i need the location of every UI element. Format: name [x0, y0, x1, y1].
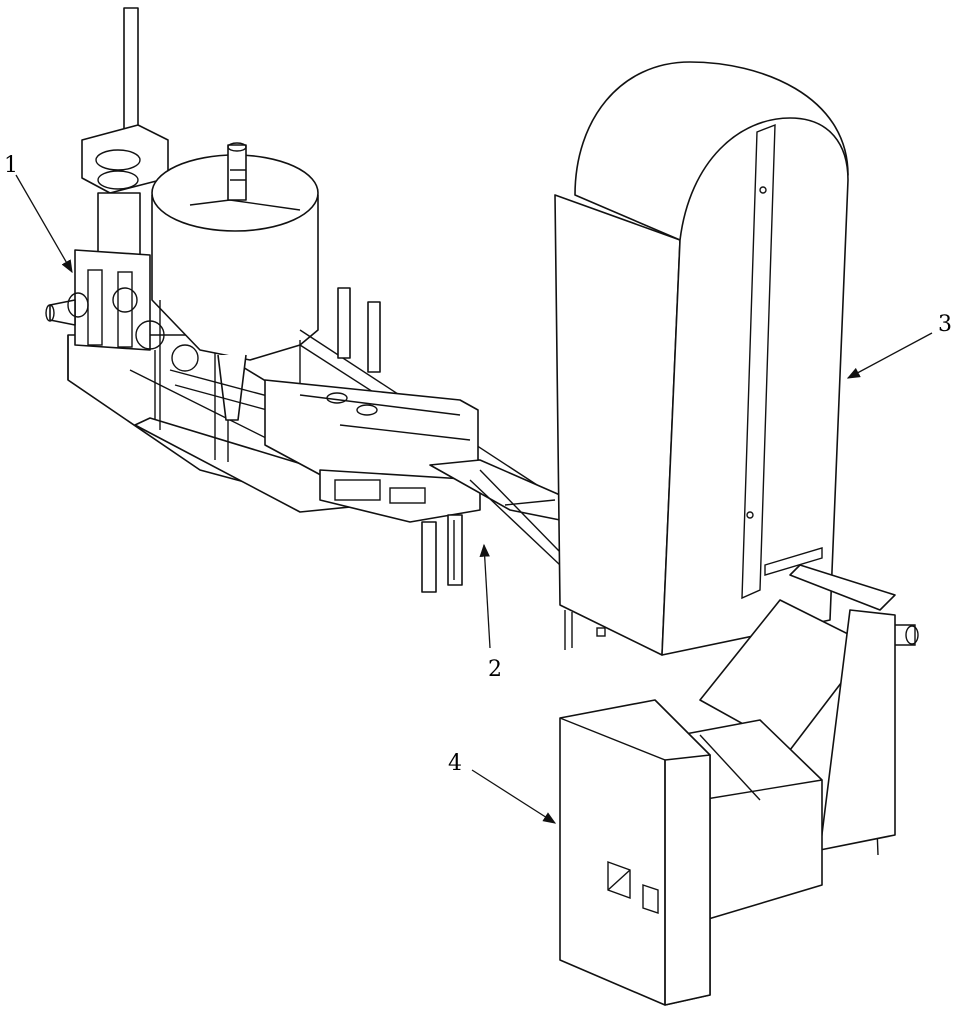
callout-label-3: 3 — [938, 312, 952, 337]
callout-label-2: 2 — [488, 657, 502, 682]
callout-4: 4 — [448, 751, 555, 823]
callout-1: 1 — [4, 153, 72, 272]
callout-2: 2 — [484, 545, 502, 682]
control-box-and-bin — [560, 700, 822, 1005]
callout-label-1: 1 — [4, 153, 18, 178]
callout-3: 3 — [848, 312, 952, 378]
callout-label-4: 4 — [448, 751, 462, 776]
